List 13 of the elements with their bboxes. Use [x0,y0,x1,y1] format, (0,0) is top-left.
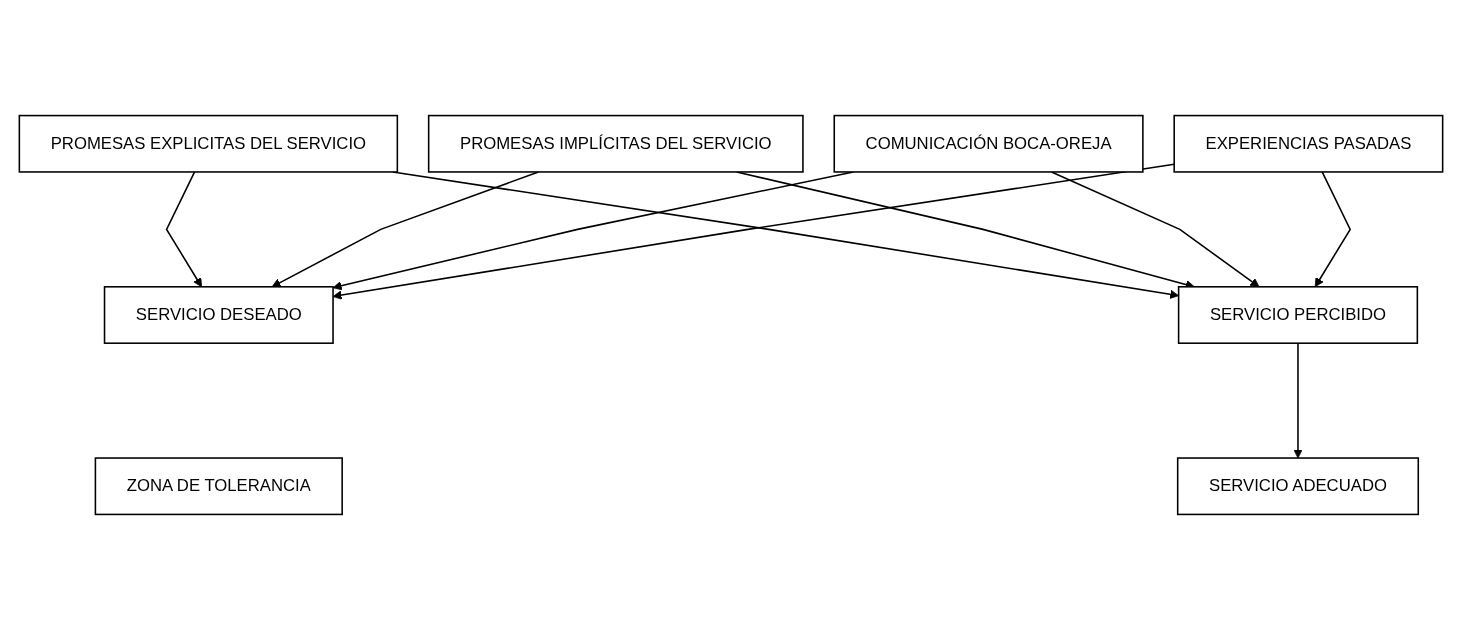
node-box: SERVICIO DESEADO [103,285,334,344]
node-box: COMUNICACIÓN BOCA-OREJA [832,114,1144,173]
node-box: PROMESAS EXPLICITAS DEL SERVICIO [18,114,398,173]
arrow [271,170,539,287]
node-box: SERVICIO ADECUADO [1176,456,1419,515]
arrow [165,170,202,287]
arrow [1292,341,1303,458]
node-box: PROMESAS IMPLÍCITAS DEL SERVICIO [427,114,804,173]
node-box: ZONA DE TOLERANCIA [94,456,343,515]
node-box: SERVICIO PERCIBIDO [1177,285,1418,344]
arrow [1314,170,1351,287]
arrow [1050,170,1259,287]
node-box: EXPERIENCIAS PASADAS [1172,114,1443,173]
